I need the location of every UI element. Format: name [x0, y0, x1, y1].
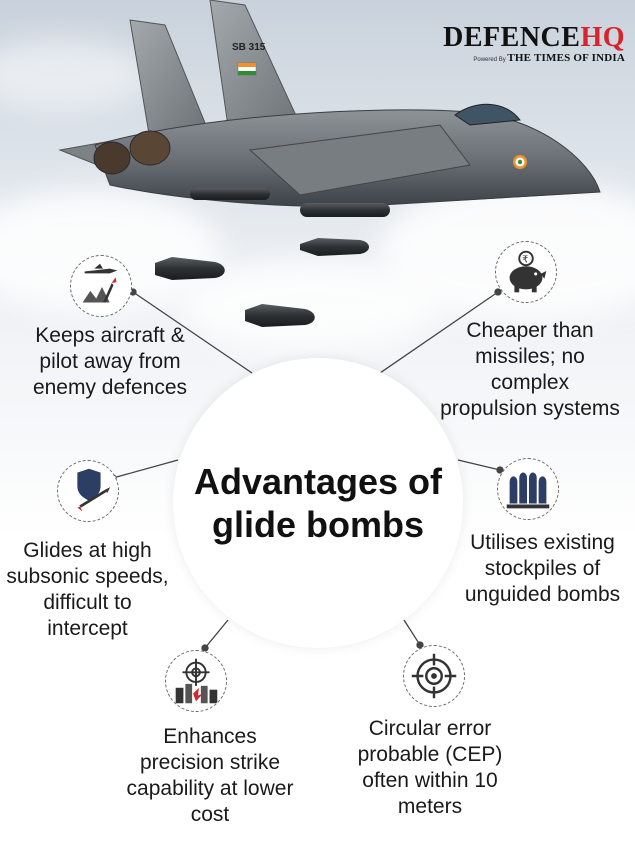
fighter-jet-illustration: SB 315 — [58, 0, 601, 327]
target-city-icon — [165, 650, 227, 712]
logo-wordmark: DEFENCEHQ — [443, 24, 625, 52]
logo-subline: Powered By THE TIMES OF INDIA — [443, 52, 625, 66]
title-circle: Advantages of glide bombs — [173, 358, 463, 648]
advantage-label-stockpiles: Utilises existing stockpiles of unguided… — [464, 531, 621, 606]
advantage-label-precision: Enhances precision strike capability at … — [126, 725, 294, 826]
connector-dot — [494, 288, 502, 296]
connector-line — [204, 619, 229, 649]
logo-main-text: DEFENCE — [443, 22, 581, 53]
shield-missile-icon — [57, 460, 119, 522]
falling-bomb — [155, 257, 225, 280]
advantage-label-speed: Glides at high subsonic speeds, difficul… — [6, 539, 169, 640]
fighter-jet-missile-icon — [70, 255, 132, 317]
falling-bomb — [300, 238, 369, 256]
piggy-bank-rupee-icon: ₹ — [495, 241, 557, 303]
crosshair-target-icon — [403, 645, 465, 707]
cloud — [180, 260, 440, 350]
bomb-stockpile-icon — [497, 458, 559, 520]
cloud — [0, 40, 150, 110]
svg-text:₹: ₹ — [522, 254, 528, 265]
advantage-label-cep: Circular error probable (CEP) often with… — [357, 717, 503, 818]
connector-line — [379, 291, 499, 374]
advantage-label-cost: Cheaper than missiles; no complex propul… — [440, 319, 620, 420]
logo-accent-text: HQ — [580, 22, 625, 53]
connector-line — [403, 619, 421, 646]
tail-number: SB 315 — [232, 42, 266, 53]
advantage-label-standoff: Keeps aircraft & pilot away from enemy d… — [32, 324, 188, 399]
diagram-title: Advantages of glide bombs — [193, 461, 443, 545]
connector-line — [457, 459, 501, 471]
connector-line — [132, 291, 253, 374]
connector-line — [112, 459, 179, 479]
falling-bomb — [245, 304, 315, 327]
defencehq-logo: DEFENCEHQ Powered By THE TIMES OF INDIA — [443, 24, 625, 66]
partner-name: THE TIMES OF INDIA — [507, 52, 625, 64]
powered-by-text: Powered By — [473, 57, 506, 63]
